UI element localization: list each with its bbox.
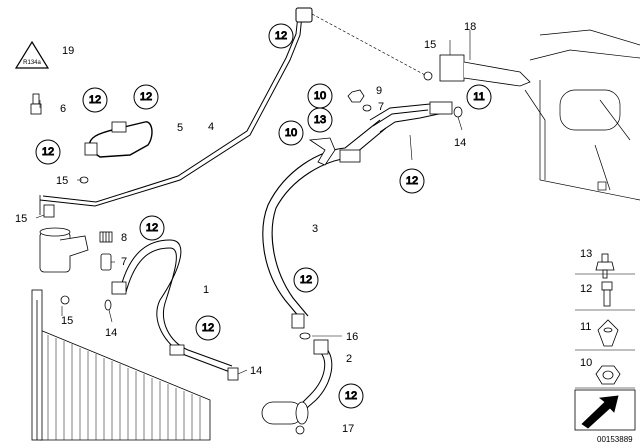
- legend-label-12: 12: [580, 283, 592, 295]
- label-7-a: 7: [121, 256, 127, 268]
- callout-12-i: 12: [338, 383, 364, 409]
- label-5: 5: [177, 122, 183, 134]
- label-2: 2: [346, 353, 352, 365]
- label-4: 4: [208, 121, 214, 133]
- label-14-c: 14: [454, 137, 466, 149]
- direction-arrow-icon: [574, 389, 636, 431]
- evaporator-housing: [524, 29, 640, 201]
- callout-10-a: 10: [307, 83, 333, 109]
- callouts: 12 12 12 12 12 12 12 12 12 10 13 10 11: [35, 23, 492, 409]
- label-8: 8: [121, 232, 127, 244]
- bracket-10: [308, 137, 336, 166]
- seal-7: [362, 104, 372, 112]
- callout-12-e: 12: [139, 215, 165, 241]
- callout-11: 11: [466, 84, 492, 110]
- label-15-c: 15: [61, 315, 73, 327]
- receiver-dryer: [39, 195, 89, 273]
- label-3: 3: [312, 223, 318, 235]
- legend-label-13: 13: [580, 248, 592, 260]
- callout-12-f: 12: [195, 315, 221, 341]
- oring-16: [299, 332, 311, 340]
- oring-14-right: [453, 106, 463, 118]
- svg-text:13: 13: [314, 114, 326, 126]
- oring-14-left: [104, 299, 112, 311]
- callout-12-c: 12: [133, 84, 159, 110]
- svg-text:12: 12: [42, 146, 54, 158]
- label-15-b: 15: [15, 213, 27, 225]
- reference-code: 00153889: [597, 435, 633, 444]
- leader-lines: [35, 30, 471, 375]
- svg-text:11: 11: [473, 91, 484, 103]
- nut-9: [347, 89, 365, 103]
- svg-text:12: 12: [406, 175, 418, 187]
- part-labels: 19 6 5 4 15 15 8 7 1 15 14 14 3 16 2 17 …: [15, 21, 476, 435]
- label-9: 9: [376, 85, 382, 97]
- svg-text:12: 12: [89, 94, 101, 106]
- label-1: 1: [203, 284, 209, 296]
- svg-text:12: 12: [202, 322, 214, 334]
- label-6: 6: [60, 103, 66, 115]
- callout-12-g: 12: [293, 267, 319, 293]
- label-15-d: 15: [424, 39, 436, 51]
- callout-12-b: 12: [82, 87, 108, 113]
- label-15-a: 15: [56, 175, 68, 187]
- svg-text:12: 12: [275, 30, 287, 42]
- valve-core-7: [100, 253, 112, 271]
- cap-8: [99, 231, 113, 243]
- callout-13: 13: [307, 107, 333, 133]
- svg-text:10: 10: [314, 90, 326, 102]
- warning-label-19: R134a: [14, 40, 50, 69]
- legend-bolt-13: [595, 253, 615, 279]
- valve-6: [30, 93, 42, 115]
- part-17-component: [261, 401, 309, 435]
- svg-text:12: 12: [345, 390, 357, 402]
- line-2: [294, 339, 333, 415]
- callout-10-b: 10: [278, 120, 304, 146]
- legend-bolt-12: [601, 281, 613, 307]
- line-5: [84, 121, 153, 158]
- label-19: 19: [62, 45, 74, 57]
- svg-text:12: 12: [146, 222, 158, 234]
- label-16: 16: [346, 331, 358, 343]
- label-18: 18: [464, 21, 476, 33]
- legend-label-10: 10: [580, 357, 592, 369]
- upper-right-lines: [369, 101, 453, 161]
- svg-text:12: 12: [300, 274, 312, 286]
- legend-nut-10: [595, 365, 621, 385]
- label-14-a: 14: [105, 327, 117, 339]
- condenser: [31, 289, 211, 441]
- legend-label-11: 11: [580, 321, 591, 333]
- callout-12-d: 12: [35, 139, 61, 165]
- callout-12-h: 12: [399, 168, 425, 194]
- label-7-b: 7: [378, 101, 384, 113]
- legend-labels: 13 12 11 10: [575, 248, 635, 389]
- line-4: [39, 7, 313, 207]
- legend-nut-11: [597, 319, 619, 347]
- line-1: [111, 239, 239, 381]
- callout-12-a: 12: [268, 23, 294, 49]
- leader-dashed-top: [311, 13, 426, 76]
- label-14-b: 14: [250, 365, 262, 377]
- svg-text:10: 10: [285, 127, 297, 139]
- oring-15-left: [60, 295, 70, 305]
- label-17: 17: [342, 423, 354, 435]
- svg-text:12: 12: [140, 91, 152, 103]
- warning-symbol-text: R134a: [23, 60, 41, 66]
- expansion-valve: [423, 54, 531, 87]
